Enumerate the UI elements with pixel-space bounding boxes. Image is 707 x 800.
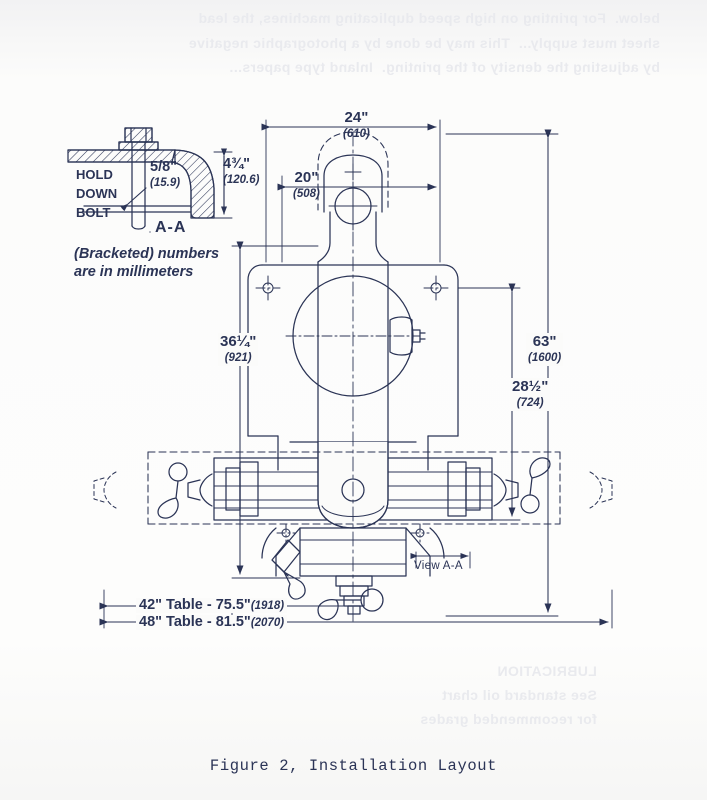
detail-section-aa bbox=[67, 127, 233, 233]
bolt-diameter-mm: (15.9) bbox=[150, 176, 181, 189]
overall-width-mm: (610) bbox=[343, 128, 370, 141]
table-travel-48-inches: 48" Table - 81.5" bbox=[139, 614, 251, 630]
detail-height-inches: 4¾" bbox=[223, 156, 251, 172]
column-height-inches: 36¼" bbox=[220, 333, 257, 350]
overall-height-dimension: 63" (1600) bbox=[526, 333, 564, 367]
column-offset-inches: 20" bbox=[294, 169, 319, 186]
bolt-diameter-inches: 5/8" bbox=[150, 159, 178, 175]
column-offset-dimension: 20" (508) bbox=[293, 170, 320, 201]
machine-front-view bbox=[93, 131, 613, 625]
detail-height-mm: (120.6) bbox=[223, 173, 260, 186]
hold-down-bolt-label: HOLD DOWN BOLT bbox=[76, 167, 118, 220]
table-height-inches: 28½" bbox=[512, 378, 549, 395]
bolt-diameter-dimension: 5/8" (15.9) bbox=[150, 160, 180, 190]
overall-width-inches: 24" bbox=[344, 109, 369, 126]
table-travel-48-mm: (2070) bbox=[250, 617, 285, 629]
column-height-dimension: 36¼" (921) bbox=[218, 333, 259, 367]
table-travel-42: 42" Table - 75.5"(1918) bbox=[136, 597, 288, 613]
table-height-mm: (724) bbox=[516, 397, 544, 410]
dimension-lines bbox=[99, 119, 613, 629]
overall-height-inches: 63" bbox=[532, 333, 557, 350]
column-height-mm: (921) bbox=[224, 352, 252, 365]
table-travel-48: 48" Table - 81.5"(2070) bbox=[136, 614, 288, 630]
overall-width-dimension: 24" (610) bbox=[343, 110, 370, 141]
table-height-dimension: 28½" (724) bbox=[510, 378, 551, 412]
view-aa-label: View A-A bbox=[414, 560, 463, 572]
table-travel-42-mm: (1918) bbox=[250, 600, 285, 612]
detail-height-dimension: 4¾" (120.6) bbox=[223, 157, 259, 187]
section-aa-label: A-A bbox=[155, 219, 187, 236]
table-travel-42-inches: 42" Table - 75.5" bbox=[139, 597, 251, 613]
figure-caption: Figure 2, Installation Layout bbox=[209, 757, 498, 775]
millimeter-note: (Bracketed) numbers are in millimeters bbox=[74, 246, 220, 281]
overall-height-mm: (1600) bbox=[528, 352, 562, 365]
column-offset-mm: (508) bbox=[293, 188, 320, 201]
